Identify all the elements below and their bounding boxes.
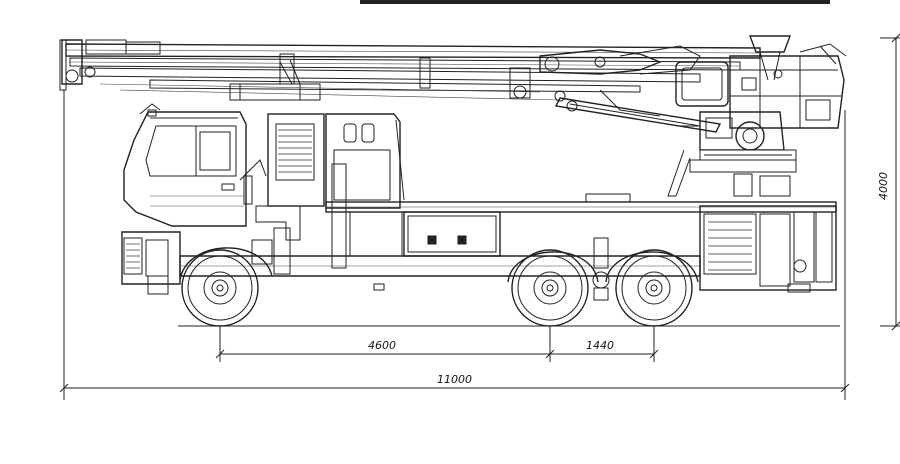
cab [121,103,247,295]
overall-height-label: 4000 [877,172,890,200]
radiator-grille [278,129,312,173]
dimension-wheelbase [215,326,659,362]
overall-length-label: 11000 [437,373,472,386]
rear-wheel-1 [511,249,589,327]
turret [667,111,797,197]
rear-wheel-2 [615,249,693,327]
caption-remnant [360,0,830,4]
body-equipment [179,113,837,301]
boom-assembly [59,39,761,133]
dimension-overall-height [880,33,900,331]
wheelbase-front-label: 4600 [368,339,396,352]
operator-basket [675,35,847,129]
rear-grille [708,221,752,271]
front-wheel [181,249,259,327]
dimension-overall-length [59,90,850,400]
wheelbase-rear-label: 1440 [586,339,614,352]
